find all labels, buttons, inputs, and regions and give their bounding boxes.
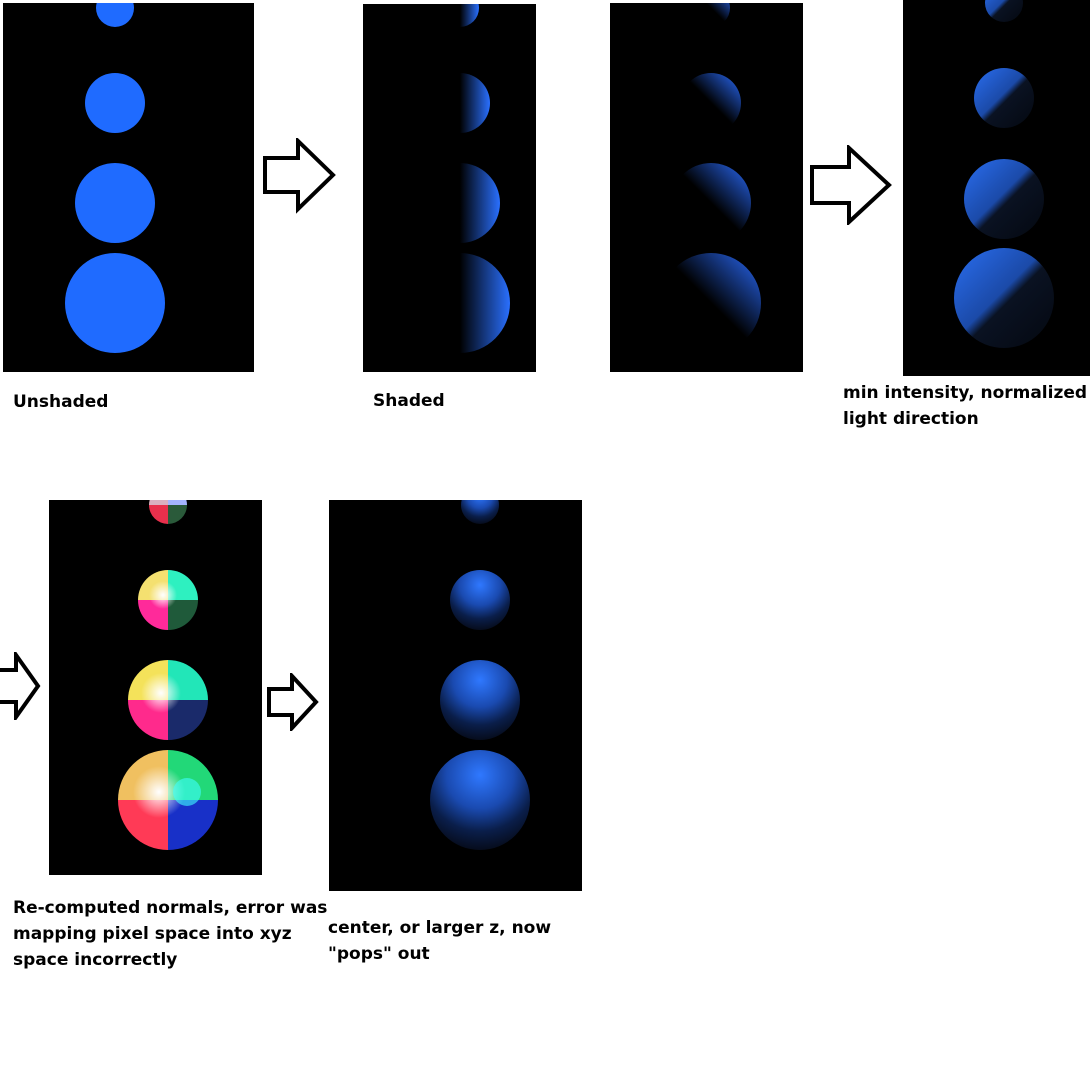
sphere	[985, 0, 1023, 22]
sphere	[85, 73, 145, 133]
caption-pops-out: center, or larger z, now "pops" out	[328, 918, 552, 964]
sphere	[964, 159, 1044, 239]
caption-min-intensity: min intensity, normalized light directio…	[843, 383, 1088, 429]
sphere	[75, 163, 155, 243]
unshaded-render	[3, 3, 254, 372]
arrow-right-outline-icon	[267, 673, 319, 731]
sphere	[441, 4, 479, 27]
normals-render	[49, 500, 262, 875]
caption-shaded: Shaded	[373, 391, 445, 411]
arrow-right-outline-icon	[263, 138, 336, 214]
pops-out-render	[329, 500, 582, 891]
diagonal-shaded-render	[610, 3, 803, 372]
sphere	[96, 3, 134, 27]
caption-unshaded: Unshaded	[13, 392, 109, 412]
arrow-right-outline-icon	[810, 145, 892, 225]
sphere	[954, 248, 1054, 348]
arrow-right-outline-icon	[0, 652, 41, 720]
sphere	[661, 253, 761, 353]
caption-recomputed: Re-computed normals, error was mapping p…	[13, 898, 328, 970]
sphere	[410, 253, 510, 353]
sphere	[128, 660, 208, 740]
sphere	[138, 570, 198, 630]
sphere	[450, 570, 510, 630]
sphere	[671, 163, 751, 243]
sphere	[430, 73, 490, 133]
sphere	[149, 500, 187, 524]
sphere	[65, 253, 165, 353]
sphere	[681, 73, 741, 133]
sphere	[440, 660, 520, 740]
sphere	[974, 68, 1034, 128]
sphere	[461, 500, 499, 524]
sphere	[430, 750, 530, 850]
min-intensity-render	[903, 0, 1090, 376]
shaded-render	[363, 4, 536, 372]
sphere	[118, 750, 218, 850]
sphere	[692, 3, 730, 27]
sphere	[420, 163, 500, 243]
